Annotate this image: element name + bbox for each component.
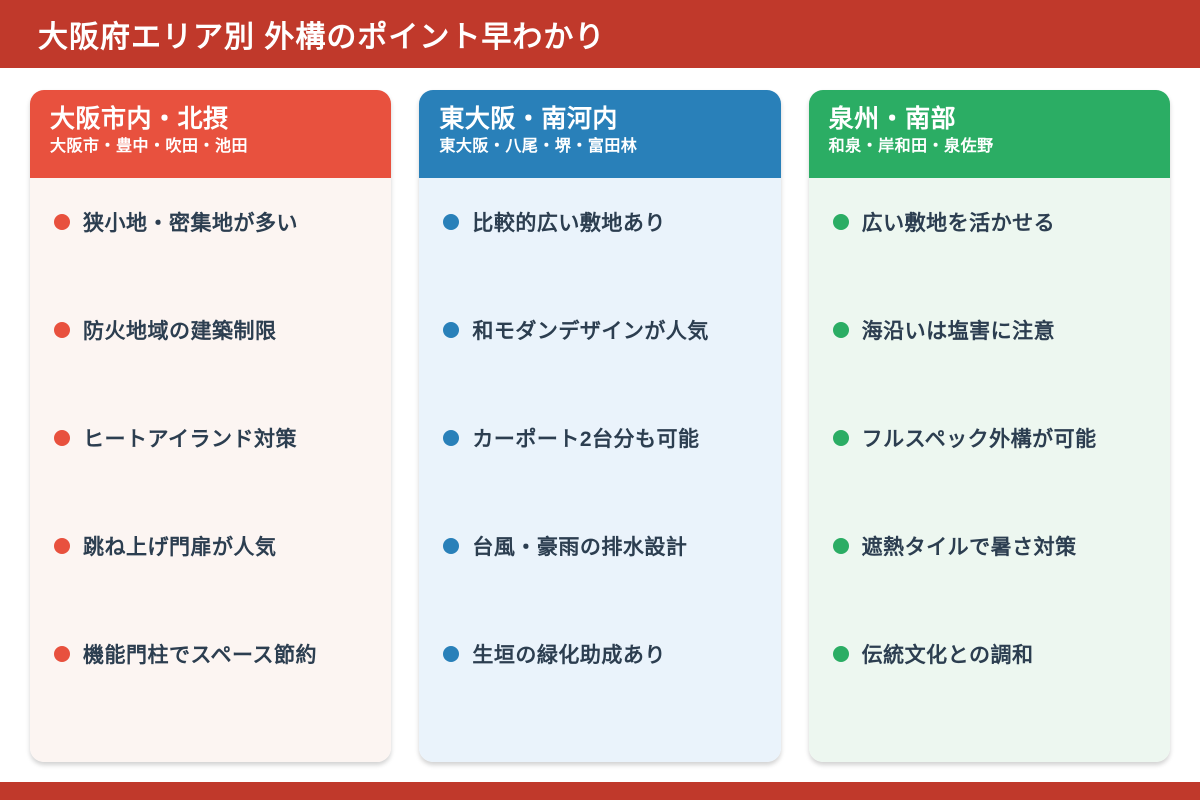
list-item-label: 遮熱タイルで暑さ対策 bbox=[861, 536, 1077, 559]
bullet-dot-icon bbox=[443, 322, 460, 338]
list-item-label: 防火地域の建築制限 bbox=[83, 320, 277, 343]
card-osaka-city-hokusetsu: 大阪市内・北摂 大阪市・豊中・吹田・池田 狭小地・密集地が多い 防火地域の建築制… bbox=[30, 90, 392, 762]
card-title: 東大阪・南河内 bbox=[439, 105, 618, 133]
list-item-label: 比較的広い敷地あり bbox=[472, 212, 666, 235]
card-header: 泉州・南部 和泉・岸和田・泉佐野 bbox=[808, 90, 1170, 178]
list-item-label: 伝統文化との調和 bbox=[861, 644, 1034, 667]
card-header: 大阪市内・北摂 大阪市・豊中・吹田・池田 bbox=[30, 90, 392, 178]
list-item: 機能門柱でスペース節約 bbox=[54, 640, 371, 668]
list-item-label: 和モダンデザインが人気 bbox=[472, 320, 709, 343]
page-title: 大阪府エリア別 外構のポイント早わかり bbox=[38, 21, 606, 54]
bullet-dot-icon bbox=[832, 430, 849, 446]
card-body: 広い敷地を活かせる 海沿いは塩害に注意 フルスペック外構が可能 遮熱タイルで暑さ… bbox=[808, 178, 1170, 762]
list-item-label: 生垣の緑化助成あり bbox=[472, 644, 666, 667]
bullet-dot-icon bbox=[832, 214, 849, 230]
card-header: 東大阪・南河内 東大阪・八尾・堺・富田林 bbox=[419, 90, 781, 178]
list-item-label: 狭小地・密集地が多い bbox=[83, 212, 298, 235]
list-item-label: フルスペック外構が可能 bbox=[861, 428, 1097, 451]
bullet-dot-icon bbox=[54, 322, 70, 338]
area-cards-container: 大阪市内・北摂 大阪市・豊中・吹田・池田 狭小地・密集地が多い 防火地域の建築制… bbox=[30, 90, 1170, 762]
footer-accent-bar bbox=[0, 782, 1200, 800]
card-body: 狭小地・密集地が多い 防火地域の建築制限 ヒートアイランド対策 跳ね上げ門扉が人… bbox=[30, 178, 392, 762]
card-higashiosaka-minamikawachi: 東大阪・南河内 東大阪・八尾・堺・富田林 比較的広い敷地あり 和モダンデザインが… bbox=[419, 90, 781, 762]
list-item: フルスペック外構が可能 bbox=[832, 424, 1150, 452]
card-subtitle: 東大阪・八尾・堺・富田林 bbox=[439, 138, 638, 155]
bullet-dot-icon bbox=[443, 214, 460, 230]
bullet-dot-icon bbox=[54, 538, 70, 554]
list-item: 防火地域の建築制限 bbox=[54, 316, 371, 344]
bullet-dot-icon bbox=[832, 538, 849, 554]
list-item-label: 機能門柱でスペース節約 bbox=[83, 644, 317, 667]
bullet-dot-icon bbox=[832, 322, 849, 338]
bullet-dot-icon bbox=[443, 646, 460, 662]
title-banner: 大阪府エリア別 外構のポイント早わかり bbox=[0, 0, 1200, 68]
list-item: ヒートアイランド対策 bbox=[54, 424, 371, 452]
list-item: 伝統文化との調和 bbox=[832, 640, 1150, 668]
card-subtitle: 和泉・岸和田・泉佐野 bbox=[828, 138, 994, 155]
bullet-dot-icon bbox=[832, 646, 849, 662]
list-item: 海沿いは塩害に注意 bbox=[832, 316, 1150, 344]
card-subtitle: 大阪市・豊中・吹田・池田 bbox=[50, 138, 249, 155]
list-item: 遮熱タイルで暑さ対策 bbox=[832, 532, 1150, 560]
bullet-dot-icon bbox=[54, 430, 70, 446]
list-item: 広い敷地を活かせる bbox=[832, 208, 1150, 236]
card-senshu-nanbu: 泉州・南部 和泉・岸和田・泉佐野 広い敷地を活かせる 海沿いは塩害に注意 フルス… bbox=[808, 90, 1170, 762]
list-item-label: 台風・豪雨の排水設計 bbox=[472, 536, 688, 559]
card-title: 大阪市内・北摂 bbox=[50, 105, 229, 133]
list-item-label: 跳ね上げ門扉が人気 bbox=[83, 536, 277, 559]
list-item: カーポート2台分も可能 bbox=[443, 424, 760, 452]
list-item: 台風・豪雨の排水設計 bbox=[443, 532, 760, 560]
list-item-label: カーポート2台分も可能 bbox=[472, 428, 700, 451]
list-item: 比較的広い敷地あり bbox=[443, 208, 760, 236]
list-item: 生垣の緑化助成あり bbox=[443, 640, 760, 668]
bullet-dot-icon bbox=[54, 214, 70, 230]
bullet-dot-icon bbox=[54, 646, 70, 662]
list-item-label: 海沿いは塩害に注意 bbox=[861, 320, 1056, 343]
list-item-label: ヒートアイランド対策 bbox=[83, 428, 297, 451]
list-item-label: 広い敷地を活かせる bbox=[861, 212, 1056, 235]
bullet-dot-icon bbox=[443, 538, 460, 554]
card-title: 泉州・南部 bbox=[828, 105, 957, 133]
card-body: 比較的広い敷地あり 和モダンデザインが人気 カーポート2台分も可能 台風・豪雨の… bbox=[419, 178, 781, 762]
list-item: 跳ね上げ門扉が人気 bbox=[54, 532, 371, 560]
list-item: 和モダンデザインが人気 bbox=[443, 316, 760, 344]
bullet-dot-icon bbox=[443, 430, 460, 446]
list-item: 狭小地・密集地が多い bbox=[54, 208, 371, 236]
